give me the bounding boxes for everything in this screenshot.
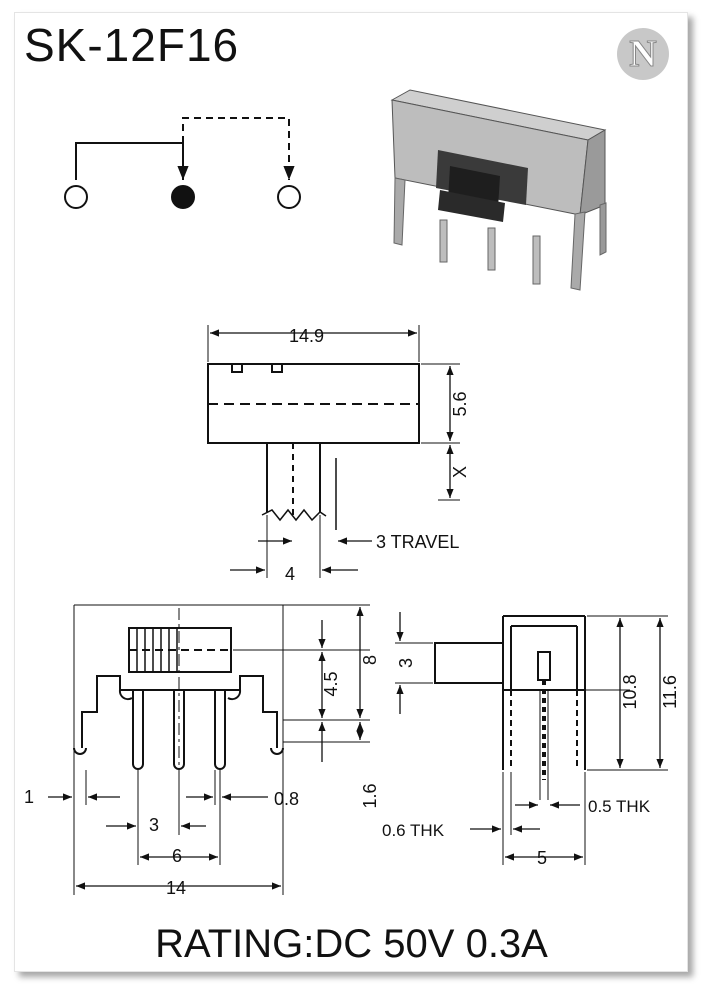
dim-side-width: 5 (537, 848, 547, 868)
dim-actuator-side: 3 (396, 658, 416, 668)
dim-body-height: 5.6 (450, 391, 470, 416)
dim-body-length: 14.9 (289, 326, 324, 346)
logo-letter: N (629, 33, 657, 76)
dim-pin-thk: 0.5 THK (588, 797, 651, 816)
top-view (207, 325, 460, 578)
dim-travel: 3 TRAVEL (376, 532, 459, 552)
front-view (48, 604, 370, 895)
dim-body-depth-inner: 10.8 (620, 674, 640, 709)
dim-pin-width: 0.8 (274, 789, 299, 809)
part-title: SK-12F16 (24, 19, 240, 71)
dim-pin-offset: 1.6 (360, 783, 380, 808)
rating-text: RATING:DC 50V 0.3A (155, 922, 548, 966)
dim-frame-thk: 0.6 THK (382, 821, 445, 840)
dim-overall-width: 14 (166, 878, 186, 898)
dim-body-depth-total: 11.6 (660, 675, 680, 709)
switch-schematic (64, 117, 301, 209)
dim-actuator-height: X (450, 466, 470, 478)
dim-total-height: 8 (360, 655, 380, 665)
product-render (390, 89, 607, 291)
dim-pin-pitch: 3 (149, 815, 159, 835)
dim-pin-span: 6 (172, 846, 182, 866)
terminal-open-left (64, 185, 88, 209)
terminal-common (171, 185, 195, 209)
terminal-open-right (277, 185, 301, 209)
dim-pin-length: 4.5 (321, 671, 341, 696)
side-view (395, 612, 668, 865)
dim-actuator-width: 4 (285, 564, 295, 584)
dim-mount-tab: 1 (24, 787, 34, 807)
brand-logo: N (617, 28, 669, 80)
